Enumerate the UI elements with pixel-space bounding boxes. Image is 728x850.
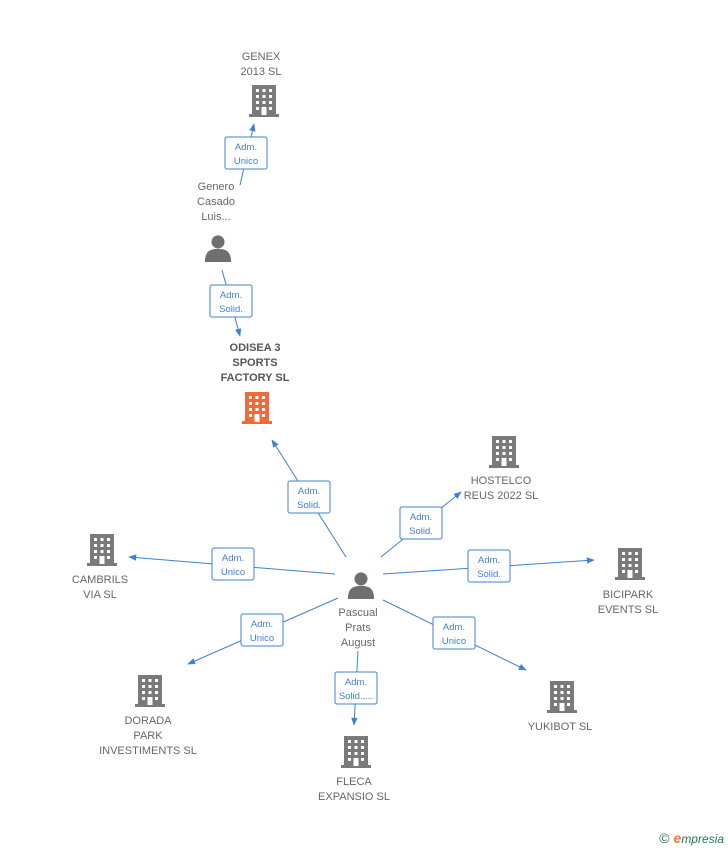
node-label[interactable]: ODISEA 3 — [230, 342, 281, 354]
role-label: Solid. — [219, 304, 243, 315]
edge-pascual-odisea: Adm. Solid. — [271, 439, 347, 558]
node-label[interactable]: Prats — [345, 622, 371, 634]
role-label: Adm. — [235, 142, 257, 153]
node-dorada[interactable]: DORADA PARK INVESTIMENTS SL — [99, 675, 197, 757]
footer-brand: © empresia — [659, 830, 724, 846]
brand-logo-initial: e — [673, 830, 682, 846]
node-bicipark[interactable]: BICIPARK EVENTS SL — [598, 548, 659, 616]
role-badge[interactable] — [209, 284, 253, 318]
role-label: Unico — [250, 633, 274, 644]
node-hostelco[interactable]: HOSTELCO REUS 2022 SL — [464, 436, 539, 502]
role-label: Adm. — [410, 512, 432, 523]
building-icon[interactable] — [242, 392, 272, 424]
node-label[interactable]: VIA SL — [83, 589, 117, 601]
role-label: Adm. — [345, 677, 367, 688]
building-icon[interactable] — [615, 548, 645, 580]
role-badge[interactable] — [240, 613, 284, 647]
role-badge[interactable] — [467, 549, 511, 583]
copyright-icon: © — [659, 830, 670, 846]
building-icon[interactable] — [341, 736, 371, 768]
node-label[interactable]: EXPANSIO SL — [318, 791, 390, 803]
node-label[interactable]: HOSTELCO — [471, 475, 532, 487]
role-badge[interactable] — [211, 547, 255, 581]
edge-pascual-yukibot: Adm. Unico — [382, 599, 527, 671]
node-cambrils[interactable]: CAMBRILS VIA SL — [72, 534, 128, 601]
node-genero[interactable]: GeneroCasadoLuis... — [197, 181, 235, 262]
role-label: Unico — [221, 567, 245, 578]
node-odisea[interactable]: ODISEA 3 SPORTS FACTORY SL — [221, 342, 290, 424]
node-genex[interactable]: GENEX 2013 SL — [241, 51, 282, 117]
role-badge[interactable] — [224, 136, 268, 170]
person-icon[interactable] — [204, 235, 232, 262]
role-badge[interactable] — [399, 506, 443, 540]
role-label: Adm. — [443, 622, 465, 633]
node-label[interactable]: DORADA — [124, 715, 172, 727]
edge-pascual-bicipark: Adm. Solid. — [382, 549, 595, 583]
node-label[interactable]: August — [341, 637, 375, 649]
building-icon[interactable] — [249, 85, 279, 117]
node-label[interactable]: INVESTIMENTS SL — [99, 745, 197, 757]
node-label[interactable]: Genero — [198, 181, 235, 193]
role-label: Adm. — [220, 290, 242, 301]
node-label[interactable]: PARK — [133, 730, 163, 742]
node-label[interactable]: FACTORY SL — [221, 372, 290, 384]
edge-pascual-hostelco: Adm. Solid. — [380, 491, 462, 558]
node-label[interactable]: 2013 SL — [241, 66, 282, 78]
building-icon[interactable] — [135, 675, 165, 707]
edge-genero-genex: Adm. Unico — [224, 123, 268, 186]
role-label: Adm. — [222, 553, 244, 564]
building-icon[interactable] — [87, 534, 117, 566]
node-label[interactable]: FLECA — [336, 776, 372, 788]
node-label[interactable]: Casado — [197, 196, 235, 208]
role-label: Unico — [234, 156, 258, 167]
node-label[interactable]: REUS 2022 SL — [464, 490, 539, 502]
edge-pascual-fleca: Adm. Solid.,... — [334, 650, 378, 726]
node-label[interactable]: YUKIBOT SL — [528, 721, 593, 733]
role-label: Adm. — [251, 619, 273, 630]
role-label: Solid.,... — [339, 691, 373, 702]
node-label[interactable]: Luis... — [201, 211, 230, 223]
edge-genero-odisea: Adm. Solid. — [209, 269, 253, 337]
node-yukibot[interactable]: YUKIBOT SL — [528, 681, 593, 733]
building-icon[interactable] — [489, 436, 519, 468]
edge-pascual-cambrils: Adm. Unico — [128, 547, 336, 581]
edge-pascual-dorada: Adm. Unico — [187, 597, 339, 665]
role-label: Solid. — [297, 500, 321, 511]
node-label[interactable]: CAMBRILS — [72, 574, 128, 586]
role-label: Solid. — [477, 569, 501, 580]
role-label: Unico — [442, 636, 466, 647]
node-label[interactable]: EVENTS SL — [598, 604, 659, 616]
role-label: Adm. — [478, 555, 500, 566]
role-label: Adm. — [298, 486, 320, 497]
role-label: Solid. — [409, 526, 433, 537]
edges-layer: Adm.UnicoAdm.Solid.Adm.Solid.Adm.Solid.A… — [128, 123, 595, 726]
role-badge[interactable] — [432, 616, 476, 650]
node-fleca[interactable]: FLECA EXPANSIO SL — [318, 736, 390, 803]
brand-name: mpresia — [681, 832, 724, 846]
node-label[interactable]: BICIPARK — [603, 589, 654, 601]
node-label[interactable]: Pascual — [338, 607, 377, 619]
building-icon[interactable] — [547, 681, 577, 713]
role-badge[interactable] — [287, 480, 331, 514]
person-icon[interactable] — [347, 572, 375, 599]
node-label[interactable]: SPORTS — [232, 357, 277, 369]
node-label[interactable]: GENEX — [242, 51, 281, 63]
role-badge[interactable] — [334, 671, 378, 705]
